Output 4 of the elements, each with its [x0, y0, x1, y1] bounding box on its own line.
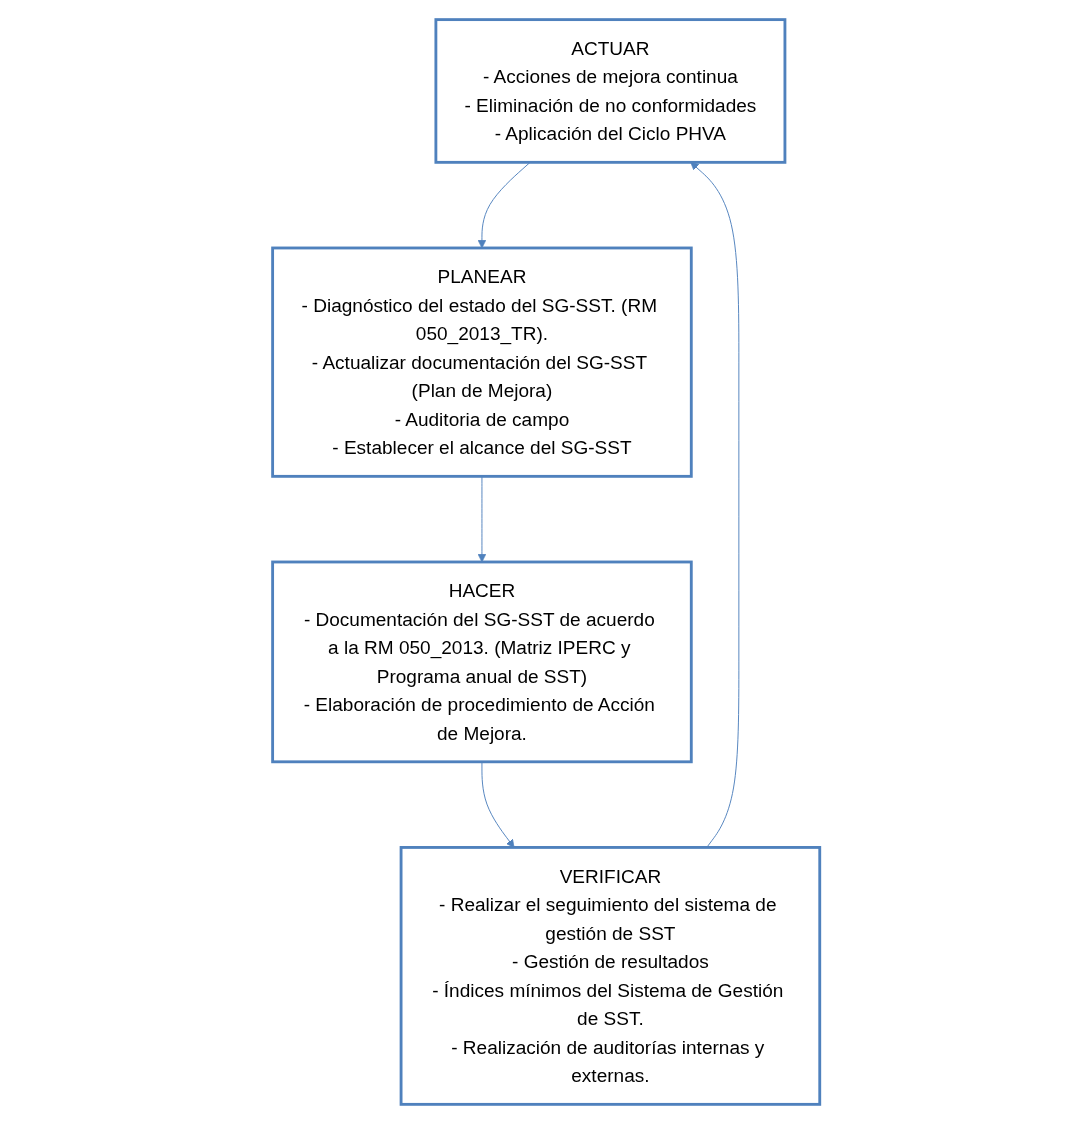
node-box: VERIFICAR - Realizar el seguimiento del sistema de gestión de SST - Gestión de resultados - Índices mínimos del Sistema de Gestión de SST. - Realización de auditorías internas y externas.: [399, 846, 821, 1106]
node-box: HACER - Documentación del SG-SST de acuerdo a la RM 050_2013. (Matriz IPERC y Programa anual de SST) - Elaboración de procedimiento de Acción de Mejora.: [271, 560, 693, 764]
node-box: ACTUAR - Acciones de mejora continua - Eliminación de no conformidades - Aplicación del Ciclo PHVA: [434, 18, 787, 164]
node-box: PLANEAR - Diagnóstico del estado del SG-SST. (RM 050_2013_TR). - Actualizar documentación del SG-SST (Plan de Mejora) - Auditoria de campo - Establecer el alcance del SG-SST: [271, 246, 693, 478]
